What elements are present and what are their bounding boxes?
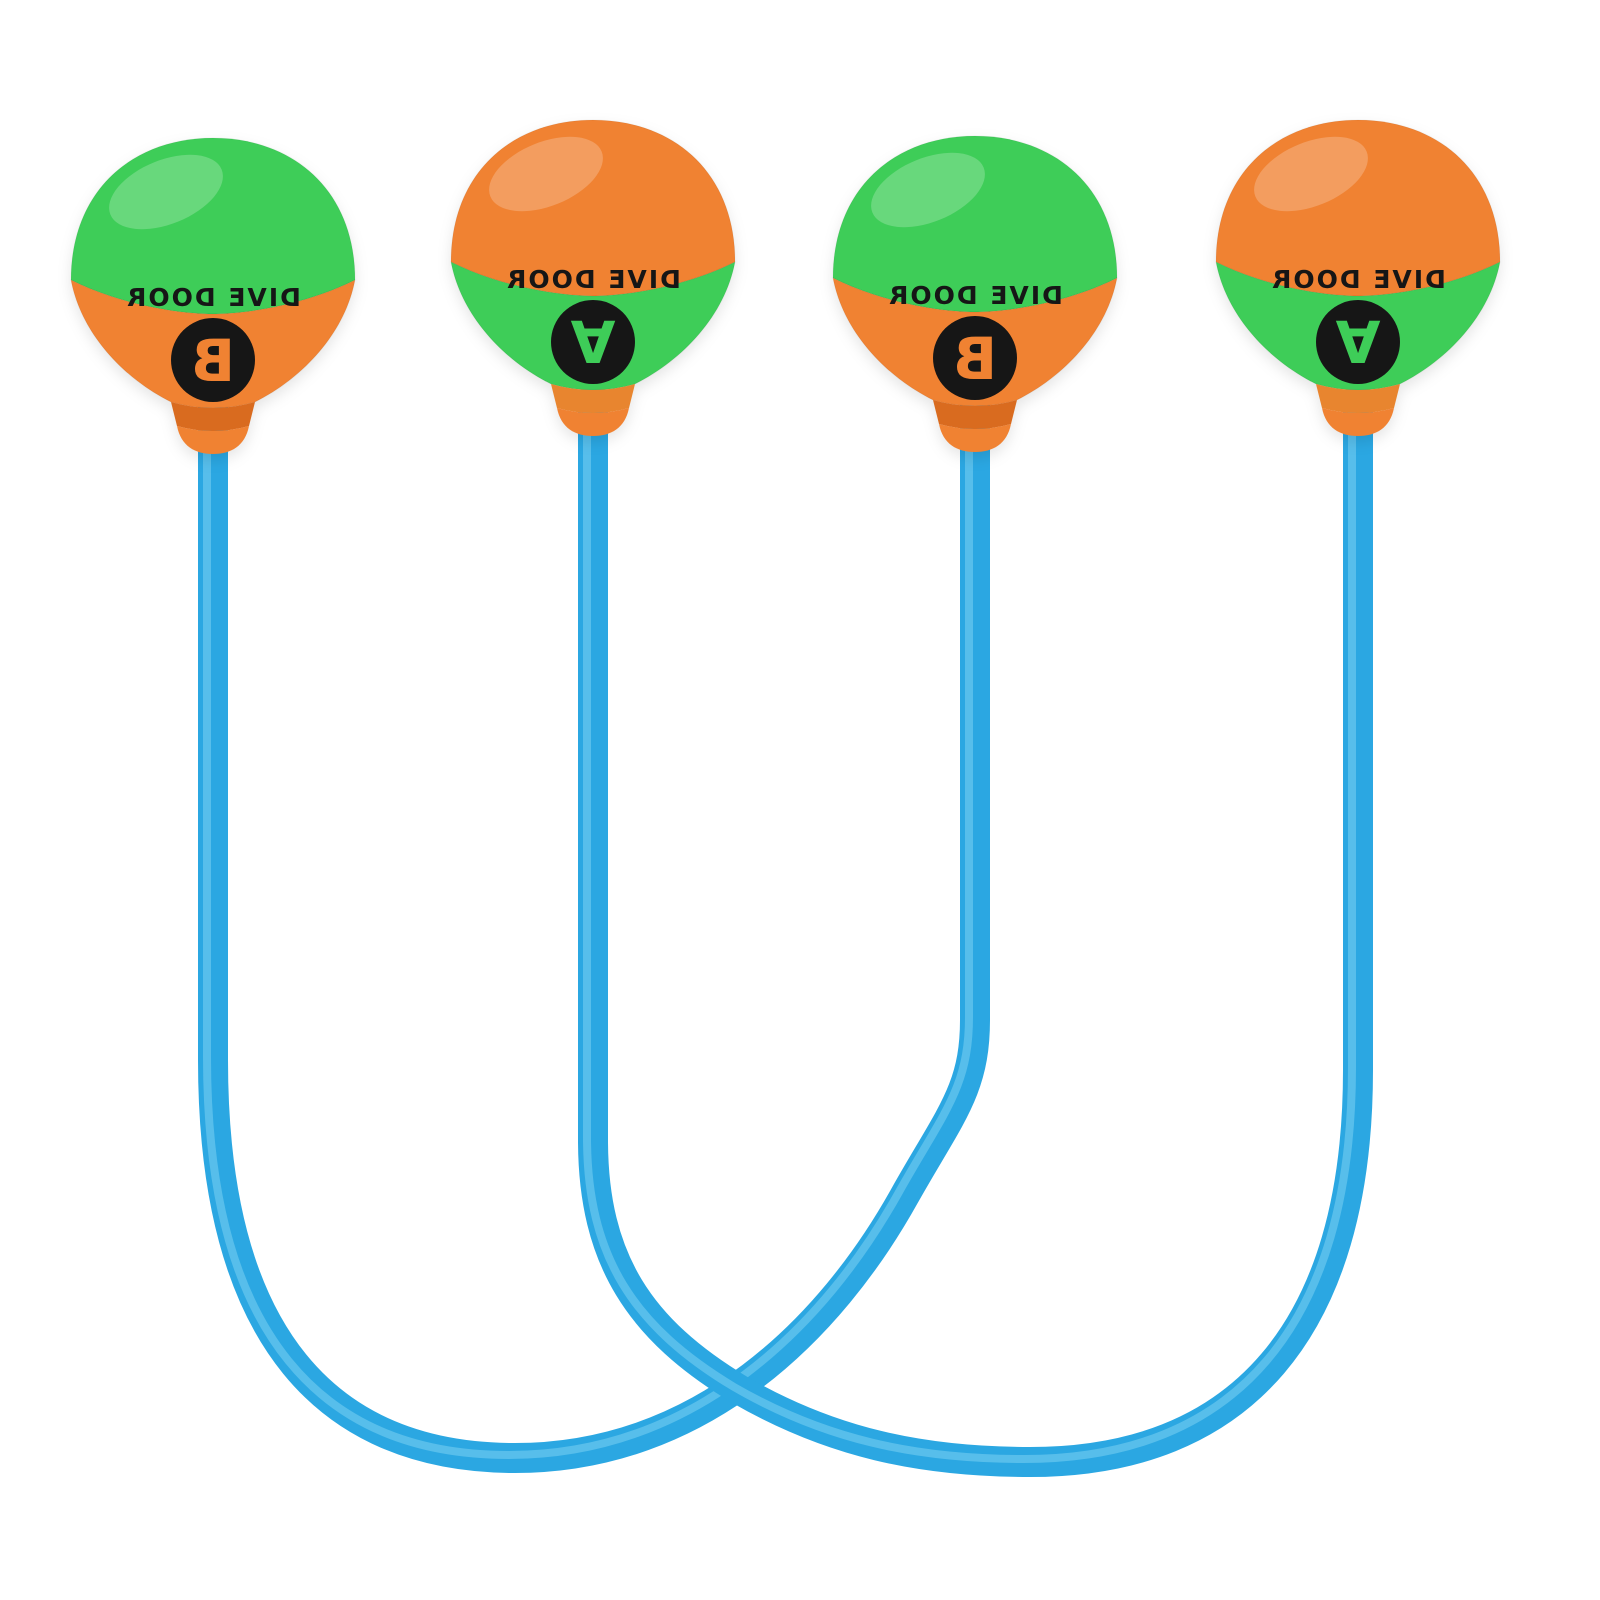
brand-text: DIVE DOOR: [887, 281, 1063, 310]
head-neck-band: [551, 384, 635, 413]
head-neck-band: [171, 402, 255, 431]
rope-2-sheen: [583, 393, 1356, 1464]
dome-highlight: [1254, 136, 1368, 212]
letter-badge: [933, 316, 1017, 400]
head-nub: [1322, 408, 1394, 436]
head-nub: [939, 424, 1011, 452]
letter-text: B: [953, 325, 997, 393]
brand-text: DIVE DOOR: [125, 283, 301, 312]
float-head-a-2: DIVE DOOR A: [1215, 119, 1501, 436]
letter-text: A: [1335, 307, 1380, 375]
head-nub: [557, 408, 629, 436]
brand-text: DIVE DOOR: [505, 265, 681, 294]
letter-badge: [171, 318, 255, 402]
rope-1-sheen: [203, 393, 973, 1460]
float-head-b-2: DIVE DOOR B: [832, 135, 1118, 452]
head-neck-band: [1316, 384, 1400, 413]
dome-highlight: [871, 152, 985, 228]
head-nub: [177, 426, 249, 454]
head-neck-band: [933, 400, 1017, 429]
letter-badge: [551, 300, 635, 384]
float-head-a-1: DIVE DOOR A: [450, 119, 736, 436]
letter-text: B: [191, 327, 235, 395]
brand-text: DIVE DOOR: [1270, 265, 1446, 294]
letter-text: A: [570, 307, 615, 375]
dome-highlight: [489, 136, 603, 212]
letter-badge: [1316, 300, 1400, 384]
dome-highlight: [109, 154, 223, 230]
float-head-b-1: DIVE DOOR B: [70, 137, 356, 454]
